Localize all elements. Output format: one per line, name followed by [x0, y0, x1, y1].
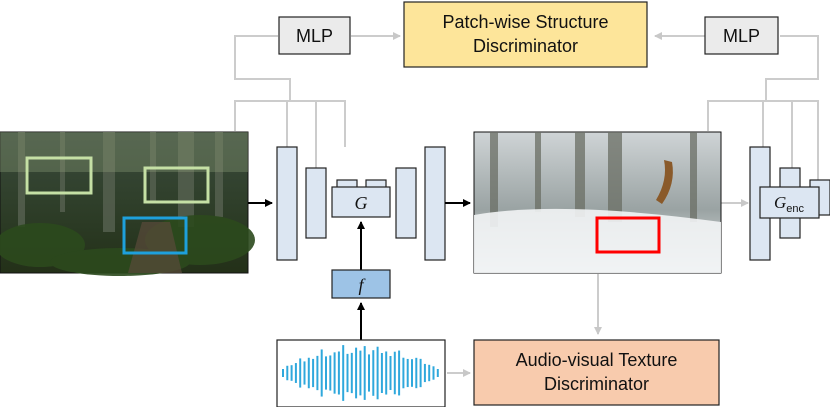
output-patch-red [595, 216, 661, 254]
texture-discriminator-box: Audio-visual Texture Discriminator [473, 339, 720, 406]
encoder-body [759, 186, 820, 219]
audio-waveform [276, 339, 446, 407]
generator-label: G [355, 193, 368, 213]
generator-layer-6 [424, 146, 446, 261]
mlp-right-label: MLP [723, 26, 760, 46]
generator-layer-2 [305, 167, 327, 239]
encoder-subscript: enc [786, 203, 804, 215]
input-patch-green-2 [143, 166, 210, 204]
audio-feature-box: f [331, 269, 391, 299]
structure-discriminator-label-line1: Patch-wise Structure [442, 12, 608, 32]
mlp-left-box: MLP [278, 16, 351, 55]
texture-discriminator-label-line2: Discriminator [544, 374, 649, 394]
mlp-left-label: MLP [296, 26, 333, 46]
generator [276, 146, 446, 261]
audio-feature-label: f [358, 275, 366, 295]
generator-bottleneck [331, 186, 391, 218]
encoder-label: Genc [774, 193, 805, 215]
mlp-right-box: MLP [704, 16, 779, 55]
structure-discriminator-label-line2: Discriminator [473, 36, 578, 56]
structure-discriminator-box: Patch-wise Structure Discriminator [403, 1, 648, 68]
input-patch-green-1 [25, 156, 93, 195]
input-patch-blue [122, 216, 188, 255]
generator-layer-5 [395, 167, 417, 239]
generator-layer-1 [276, 146, 298, 261]
structure-connections [234, 32, 819, 377]
encoder [749, 146, 830, 261]
texture-discriminator-label-line1: Audio-visual Texture [516, 350, 678, 370]
output-image [473, 131, 722, 274]
input-image [0, 131, 255, 276]
audio-waveform-icon [282, 345, 439, 401]
